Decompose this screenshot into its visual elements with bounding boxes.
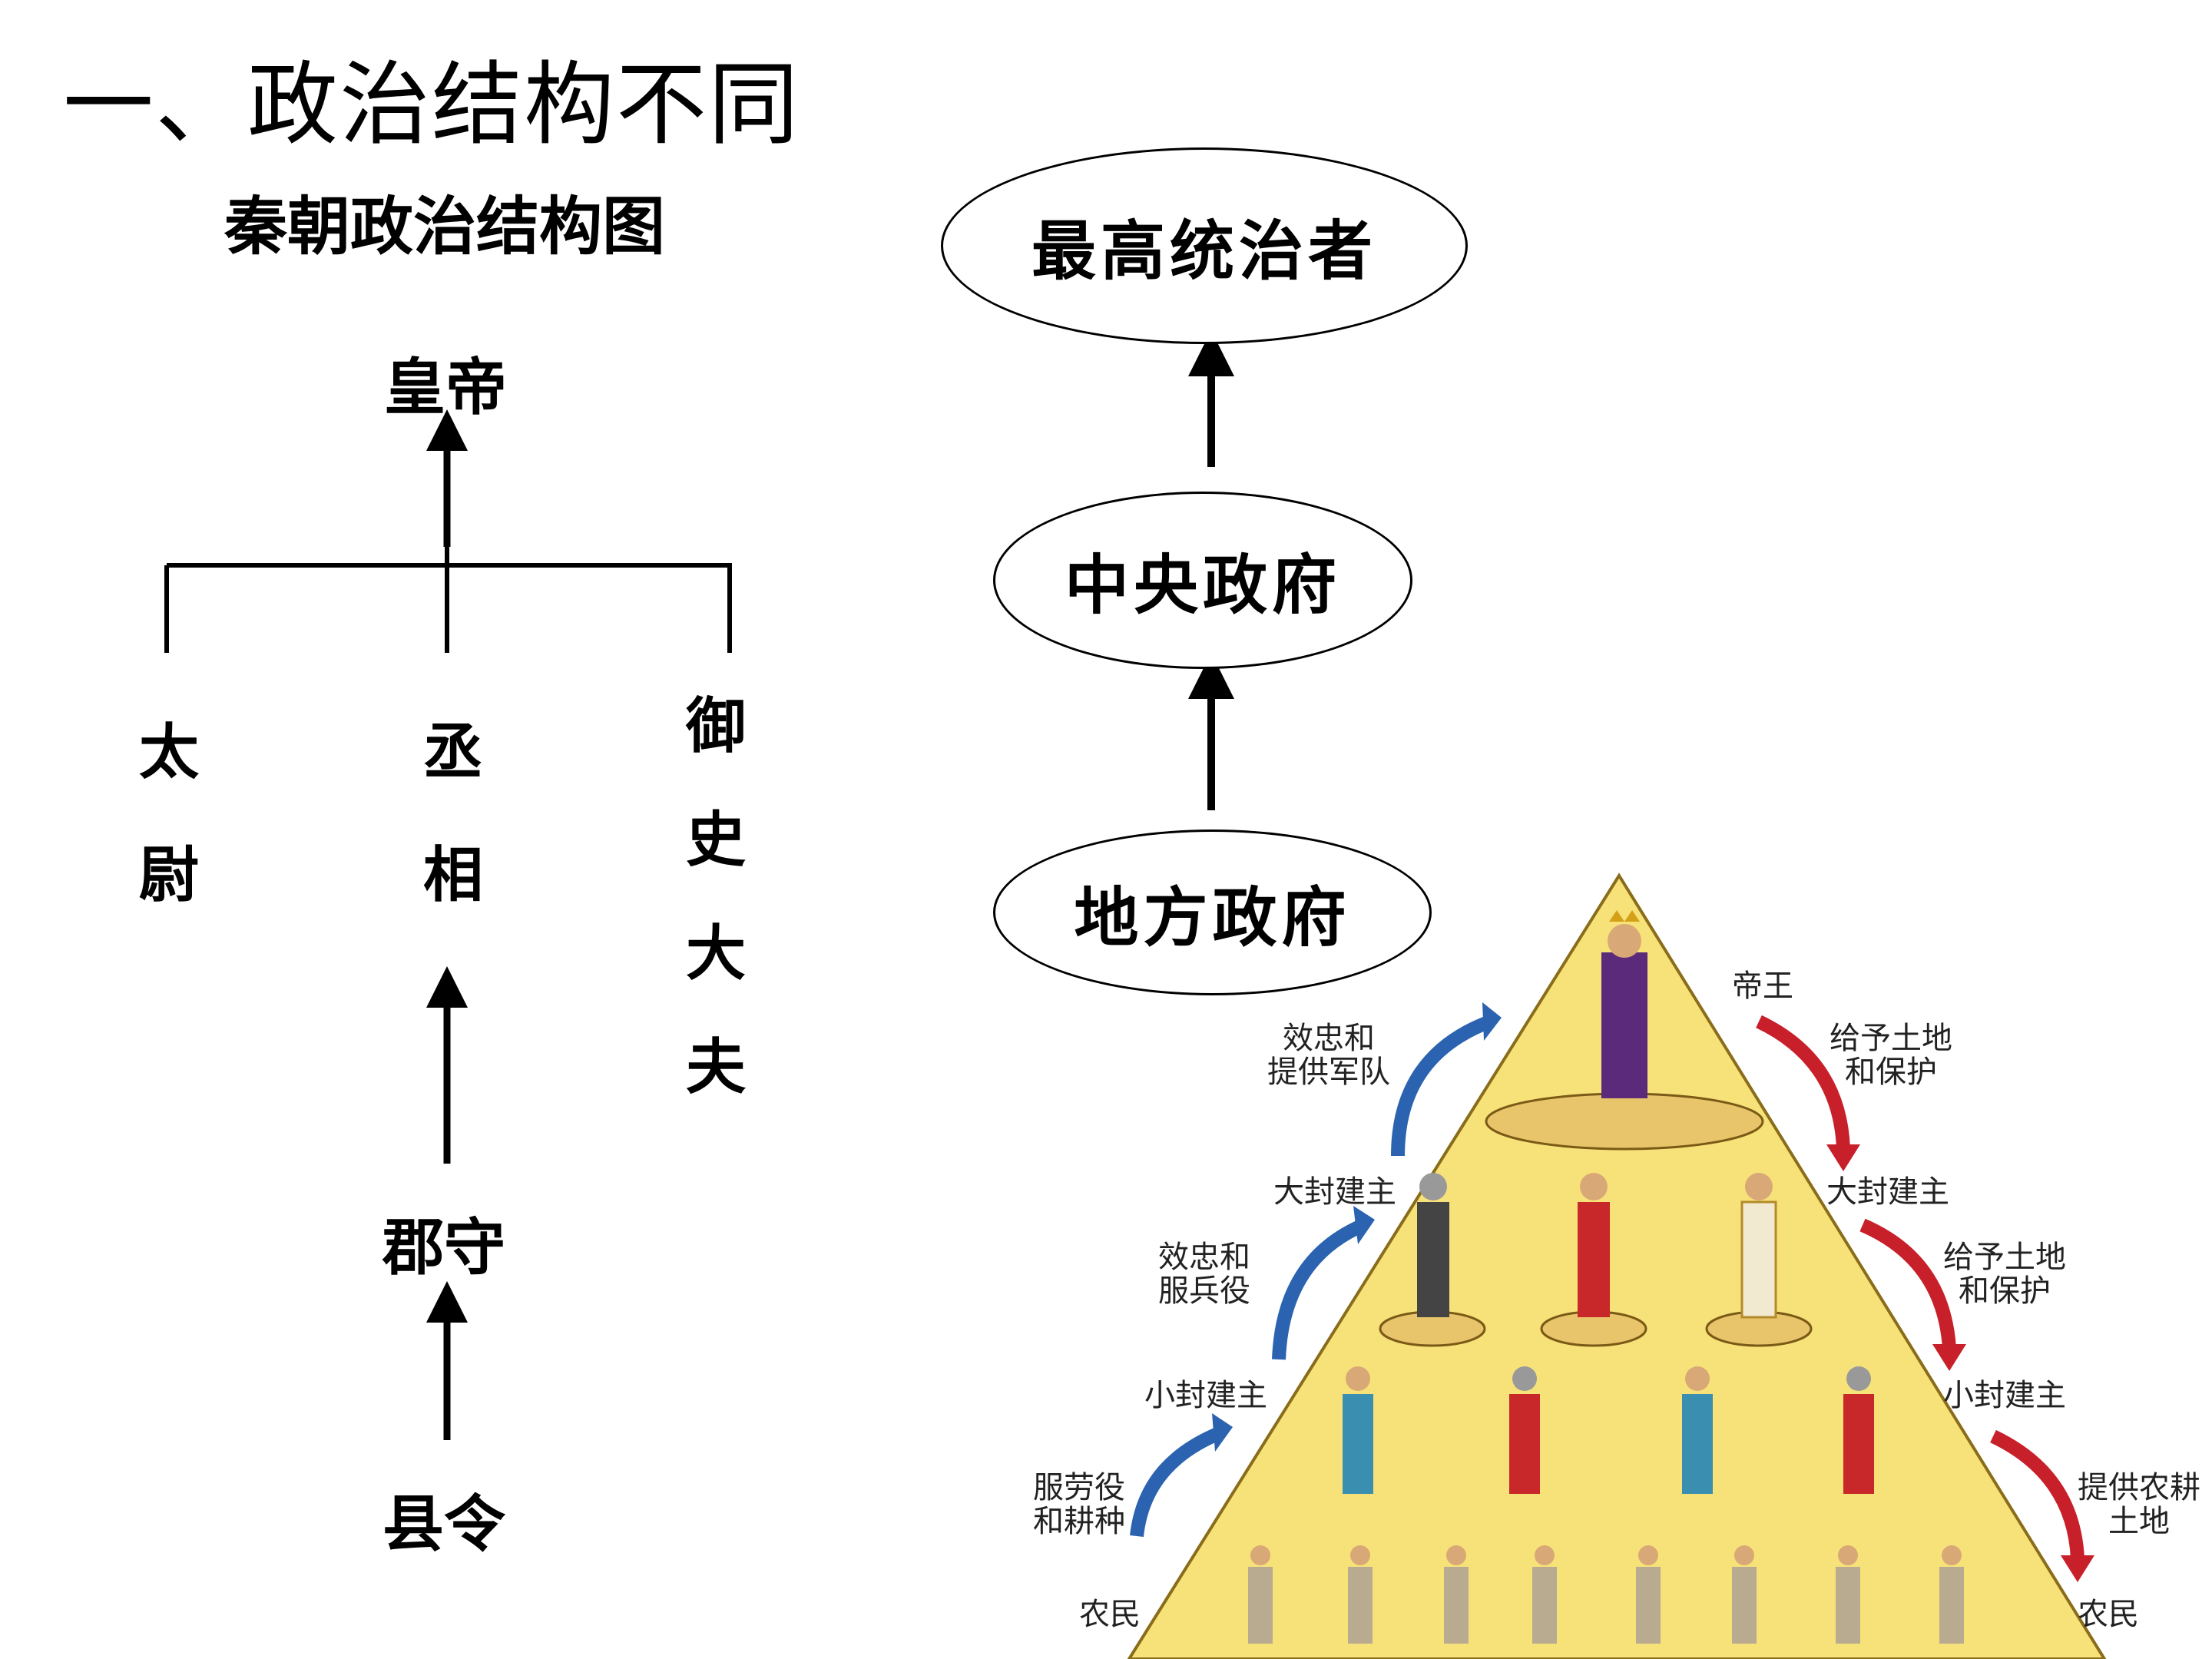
blue-arrow [1391,1015,1493,1157]
label-king: 帝王 [1732,969,1793,1004]
blue-arrow [1272,1218,1366,1360]
ellipse-top-ruler: 最高统治者 [941,147,1468,344]
node-chengxiang: 丞 相 [415,691,492,937]
figure-peasant [1348,1545,1373,1644]
label-give-land-2: 给予土地 和保护 [1943,1240,2066,1308]
label-line: 提供农耕 [2078,1470,2200,1505]
label-peasant-right: 农民 [2078,1597,2139,1632]
red-arrow [1859,1218,1956,1349]
yushidafu-char: 御 [685,691,746,761]
figure-small-lord [1843,1366,1874,1494]
figure-small-lord [1343,1366,1373,1494]
central-gov-label: 中央政府 [1064,547,1341,623]
blue-arrow [1130,1426,1224,1538]
red-arrowhead [2061,1555,2094,1582]
figure-small-lord [1682,1366,1713,1494]
ellipse-local-gov: 地方政府 [993,830,1432,995]
taiwei-char: 尉 [138,840,199,910]
local-gov-label: 地方政府 [1074,879,1351,955]
red-arrowhead [1826,1144,1860,1171]
figure-peasant [1444,1545,1469,1644]
label-great-lord-left: 大封建主 [1273,1174,1396,1210]
blue-arrowhead [1482,1002,1502,1041]
red-arrow [1756,1015,1850,1149]
node-junshou: 郡守 [382,1211,505,1283]
blue-arrowhead [1353,1206,1375,1244]
chengxiang-char: 丞 [422,717,483,787]
red-arrow [1990,1429,2085,1560]
label-line: 给予土地 [1830,1021,1952,1056]
taiwei-char: 太 [138,717,199,787]
label-loyalty-service: 效忠和 服兵役 [1158,1240,1250,1308]
chart-subtitle: 秦朝政治结构图 [224,190,666,263]
node-emperor: 皇帝 [384,351,507,423]
figure-peasant [1732,1545,1757,1644]
blue-arrowhead [1212,1413,1233,1452]
label-line: 服兵役 [1158,1273,1250,1309]
label-line: 效忠和 [1283,1021,1375,1056]
node-taiwei: 太 尉 [131,691,207,937]
figure-king [1601,910,1647,1098]
label-line: 效忠和 [1158,1240,1250,1275]
ellipse-central-gov: 中央政府 [993,492,1412,669]
label-small-lord-right: 小封建主 [1943,1378,2066,1413]
figure-peasant [1532,1545,1557,1644]
figure-peasant [1636,1545,1661,1644]
yushidafu-char: 史 [685,805,746,875]
label-line: 土地 [2108,1504,2170,1539]
figure-great-lord [1578,1173,1610,1317]
yushidafu-char: 大 [685,919,746,988]
platform-king [1485,1092,1764,1151]
chengxiang-char: 相 [422,840,483,910]
yushidafu-char: 夫 [685,1032,746,1102]
figure-peasant [1248,1545,1273,1644]
red-arrowhead [1932,1344,1966,1371]
label-line: 给予土地 [1943,1240,2066,1275]
node-yushidafu: 御 史 大 夫 [677,670,754,1124]
figure-great-lord [1740,1173,1777,1319]
figure-peasant [1939,1545,1964,1644]
top-ruler-label: 最高统治者 [1031,212,1377,289]
slide-title: 一、政治结构不同 [63,51,801,157]
figure-great-lord [1417,1173,1449,1317]
label-peasant-left: 农民 [1079,1597,1141,1632]
label-provide-land: 提供农耕 土地 [2078,1471,2200,1538]
label-give-land-1: 给予土地 和保护 [1830,1022,1952,1089]
label-line: 和保护 [1845,1055,1937,1090]
label-labor-farming: 服劳役 和耕种 [1033,1471,1125,1538]
figure-small-lord [1509,1366,1540,1494]
label-small-lord-left: 小封建主 [1144,1378,1267,1413]
label-line: 提供军队 [1267,1055,1390,1090]
label-line: 服劳役 [1033,1470,1125,1505]
figure-peasant [1836,1545,1860,1644]
label-line: 和保护 [1959,1273,2051,1309]
label-loyalty-army: 效忠和 提供军队 [1267,1022,1390,1089]
node-xianling: 县令 [382,1488,505,1560]
label-great-lord-right: 大封建主 [1826,1174,1949,1210]
label-line: 和耕种 [1033,1504,1125,1539]
